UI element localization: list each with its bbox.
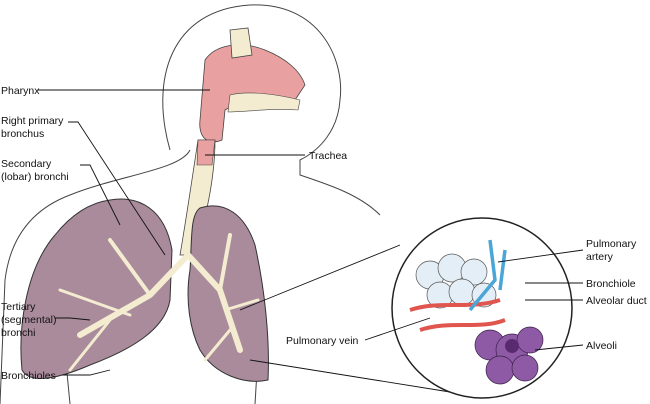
- label-secondary-2: (lobar) bronchi: [1, 171, 69, 183]
- right-lung: [20, 198, 173, 379]
- bronchial-tree: [58, 233, 260, 372]
- label-tertiary-1: Tertiary: [1, 301, 36, 313]
- leader-lines: [38, 89, 584, 376]
- label-pulmonary-artery-1: Pulmonary: [586, 238, 637, 250]
- label-alveoli: Alveoli: [586, 340, 617, 352]
- label-pharynx: Pharynx: [1, 85, 40, 97]
- label-pulmonary-vein: Pulmonary vein: [286, 335, 359, 347]
- label-pulmonary-artery-2: artery: [586, 251, 614, 263]
- label-tertiary-2: (segmental): [1, 314, 56, 326]
- alveoli-inset: [239, 217, 573, 399]
- label-trachea: Trachea: [309, 150, 347, 162]
- nasal-cavity: [199, 27, 306, 143]
- label-tertiary-3: bronchi: [1, 327, 35, 339]
- label-secondary-1: Secondary: [1, 158, 52, 170]
- label-alveolar-duct: Alveolar duct: [586, 295, 647, 307]
- label-right-primary-bronchus-2: bronchus: [1, 128, 44, 140]
- label-bronchiole: Bronchiole: [586, 278, 636, 290]
- label-right-primary-bronchus-1: Right primary: [1, 115, 64, 127]
- left-lung: [187, 205, 269, 382]
- label-bronchioles: Bronchioles: [1, 370, 56, 382]
